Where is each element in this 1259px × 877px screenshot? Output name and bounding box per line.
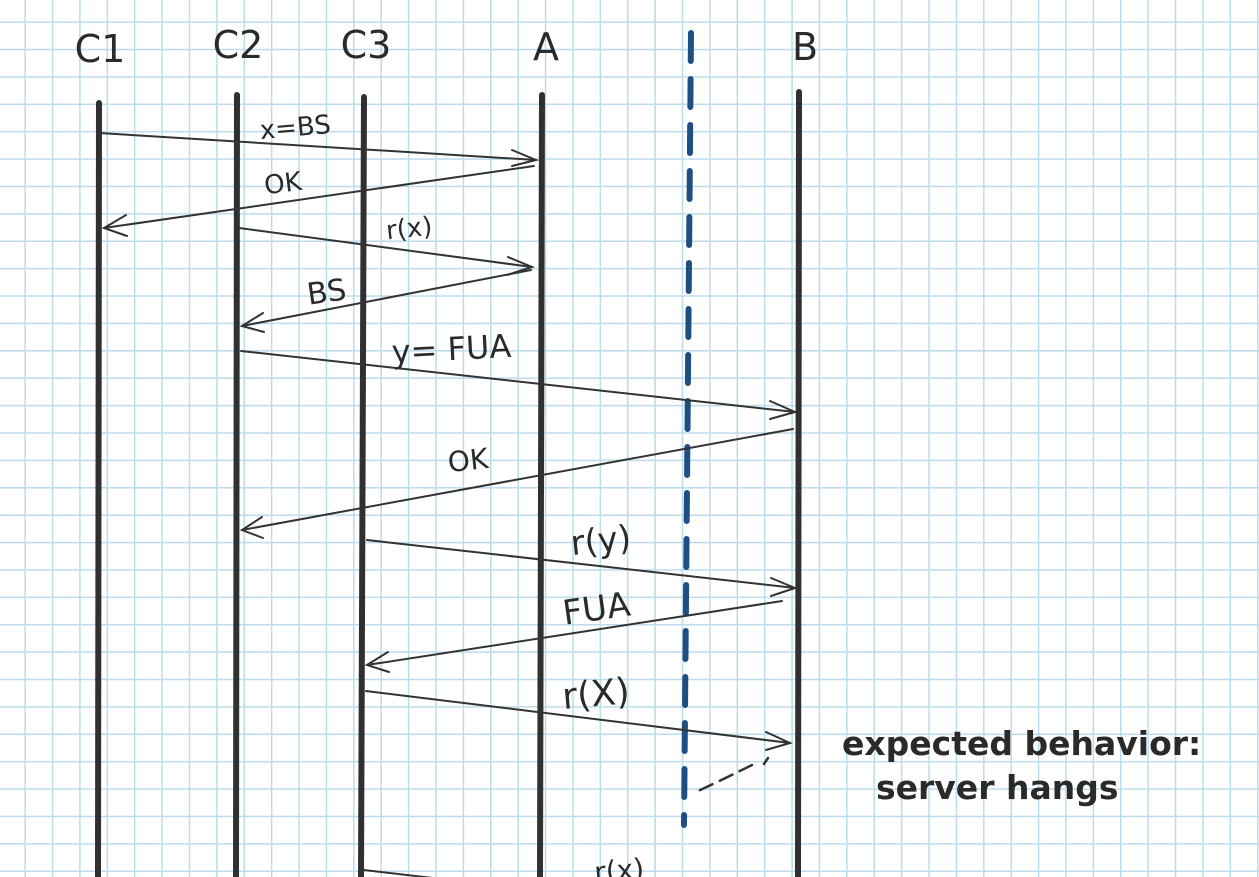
message-8-label: FUA: [560, 585, 633, 634]
message-10-arrow: [363, 869, 433, 877]
message-3-label: r(x): [385, 212, 434, 247]
message-10: r(x): [363, 852, 646, 877]
message-1-arrow: [98, 132, 537, 161]
message-9-arrowhead: [765, 731, 793, 751]
message-1-label: x=BS: [259, 110, 332, 146]
message-2-arrow: [103, 165, 535, 229]
participant-c3-label: C3: [341, 23, 392, 67]
message-7-arrow: [366, 539, 796, 589]
message-3: r(x): [238, 212, 535, 276]
message-3-arrow: [238, 227, 533, 268]
message-7: r(y): [366, 518, 798, 597]
expected-behavior-annotation: expected behavior: server hangs: [842, 724, 1201, 807]
annotation-line-2: server hangs: [876, 768, 1118, 807]
participant-b-label: B: [792, 25, 818, 69]
message-8: FUA: [364, 585, 783, 673]
message-1: x=BS: [98, 110, 540, 167]
participant-c2-label: C2: [213, 23, 264, 67]
participant-c1-label: C1: [75, 27, 126, 71]
message-5-arrowhead: [769, 400, 798, 420]
message-7-label: r(y): [569, 518, 633, 564]
message-2: OK: [101, 165, 535, 237]
message-5-arrow: [240, 350, 796, 413]
message-1-arrowhead: [511, 149, 540, 167]
message-2-arrowhead: [101, 214, 128, 237]
message-8-arrow: [366, 600, 783, 666]
message-9-label: r(X): [561, 671, 632, 718]
message-2-label: OK: [263, 167, 305, 201]
message-4: BS: [239, 269, 532, 333]
lifeline-c1: [95, 100, 102, 877]
message-4-arrowhead: [239, 312, 265, 333]
message-5: y= FUA: [240, 327, 798, 420]
lifeline-c2: [233, 92, 240, 877]
network-partition-line: [681, 30, 694, 828]
message-10-label: r(x): [593, 852, 646, 877]
message-4-arrow: [241, 269, 532, 327]
message-9-no-response-dashed: [694, 756, 770, 794]
message-4-label: BS: [305, 273, 349, 313]
message-6: OK: [239, 428, 794, 539]
message-6-arrow: [241, 428, 794, 531]
participant-a-label: A: [533, 25, 559, 69]
message-6-arrowhead: [239, 516, 264, 539]
message-9: r(X): [365, 671, 793, 794]
annotation-line-1: expected behavior:: [842, 724, 1201, 763]
message-9-arrow: [365, 690, 791, 744]
message-8-arrowhead: [364, 651, 390, 673]
lifeline-b: [795, 89, 802, 877]
lifeline-a: [537, 92, 545, 877]
message-7-arrowhead: [770, 577, 798, 597]
message-5-label: y= FUA: [391, 327, 513, 371]
lifeline-c3: [358, 94, 367, 877]
message-6-label: OK: [446, 442, 490, 479]
